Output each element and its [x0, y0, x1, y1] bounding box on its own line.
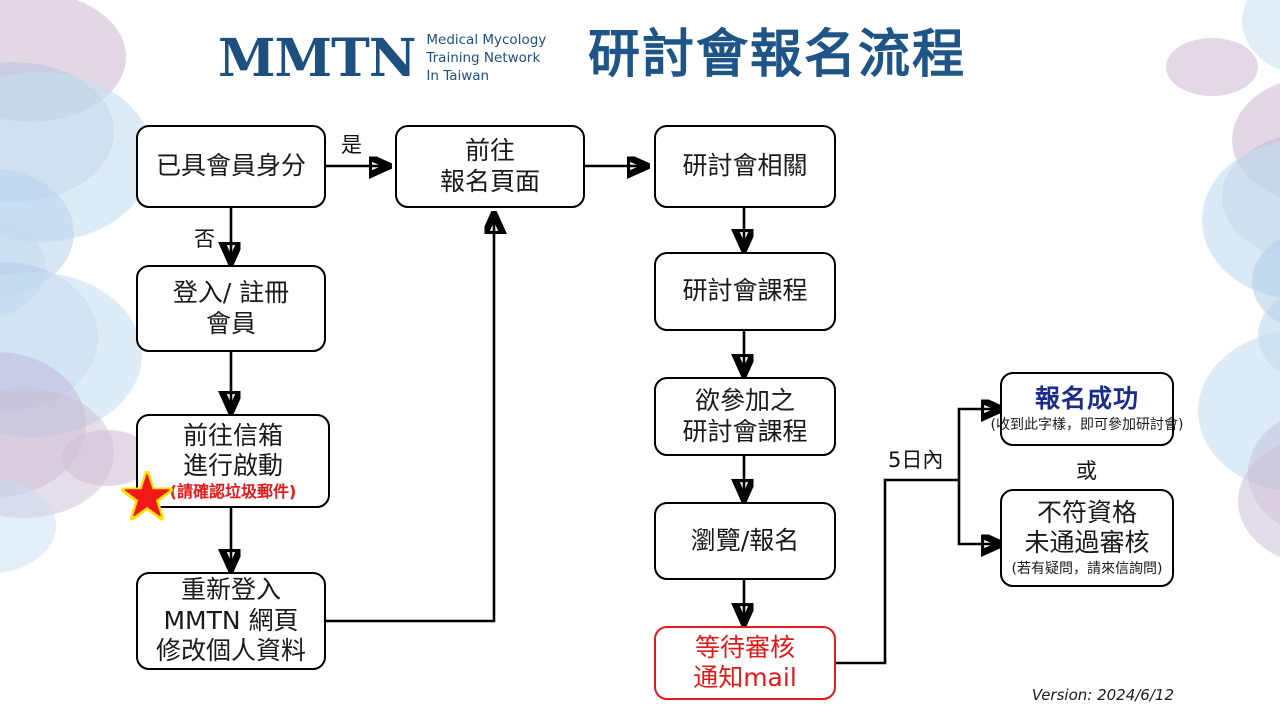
node-register[interactable]: 登入/ 註冊 會員	[136, 265, 326, 352]
node-waiting-review[interactable]: 等待審核 通知mail	[654, 626, 836, 700]
node-text: 瀏覽/報名	[690, 525, 800, 555]
node-note: (收到此字樣，即可參加研討會)	[990, 416, 1184, 433]
edge-label-within-5-days: 5日內	[888, 448, 944, 472]
mmtn-logo: MMTN Medical Mycology Training Network I…	[218, 28, 563, 90]
node-text: 通知mail	[693, 663, 797, 692]
node-text: 報名成功	[1034, 384, 1139, 414]
logo-tagline: Medical Mycology Training Network In Tai…	[426, 32, 546, 85]
node-text: 已具會員身分	[155, 151, 306, 181]
node-note: (請確認垃圾郵件)	[169, 481, 297, 501]
node-text: 前往信箱	[182, 420, 283, 450]
logo-wordmark: MMTN	[218, 28, 416, 89]
node-success[interactable]: 報名成功 (收到此字樣，即可參加研討會)	[991, 372, 1183, 446]
node-goto-signup[interactable]: 前往 報名頁面	[395, 125, 585, 208]
edge-label-no: 否	[194, 227, 215, 251]
node-text: 研討會課程	[682, 416, 808, 446]
node-text: 前往	[464, 136, 515, 165]
node-member-check[interactable]: 已具會員身分	[136, 125, 326, 208]
node-browse-signup[interactable]: 瀏覽/報名	[654, 502, 836, 580]
node-text: 登入/ 註冊	[172, 278, 290, 307]
edge-label-yes: 是	[341, 133, 362, 157]
edge-relogin-to-signup	[326, 215, 494, 623]
node-text: 重新登入	[180, 575, 281, 605]
page-title: 研討會報名流程	[588, 25, 967, 85]
node-text: MMTN 網頁	[163, 605, 299, 635]
node-desired-course[interactable]: 欲參加之 研討會課程	[654, 377, 836, 456]
node-relogin[interactable]: 重新登入 MMTN 網頁 修改個人資料	[136, 572, 326, 670]
node-text: 研討會課程	[682, 276, 808, 306]
node-note: (若有疑問，請來信詢問)	[1011, 560, 1163, 577]
edge-branch-to-rejected	[957, 480, 1000, 544]
logo-tagline-line2: Training Network	[426, 50, 541, 67]
node-text: 修改個人資料	[155, 636, 306, 666]
edge-waiting-to-branch	[836, 478, 959, 665]
logo-tagline-line1: Medical Mycology	[426, 32, 547, 49]
edge-branch-to-success	[957, 409, 1000, 480]
node-seminar-course[interactable]: 研討會課程	[654, 252, 836, 331]
node-text: 等待審核	[694, 632, 795, 662]
node-text: 未通過審核	[1024, 528, 1150, 558]
node-text: 會員	[205, 308, 256, 338]
node-seminar-info[interactable]: 研討會相關	[654, 125, 836, 208]
logo-tagline-line3: In Taiwan	[426, 67, 490, 84]
star-icon	[121, 471, 173, 521]
version-text: Version: 2024/6/12	[1031, 686, 1174, 704]
node-text: 報名頁面	[439, 166, 540, 196]
node-text: 不符資格	[1036, 497, 1137, 527]
node-text: 進行啟動	[182, 451, 283, 480]
node-rejected[interactable]: 不符資格 未通過審核 (若有疑問，請來信詢問)	[1000, 489, 1174, 587]
node-text: 欲參加之	[694, 386, 795, 415]
edge-label-or: 或	[1076, 459, 1097, 483]
node-text: 研討會相關	[682, 151, 808, 181]
